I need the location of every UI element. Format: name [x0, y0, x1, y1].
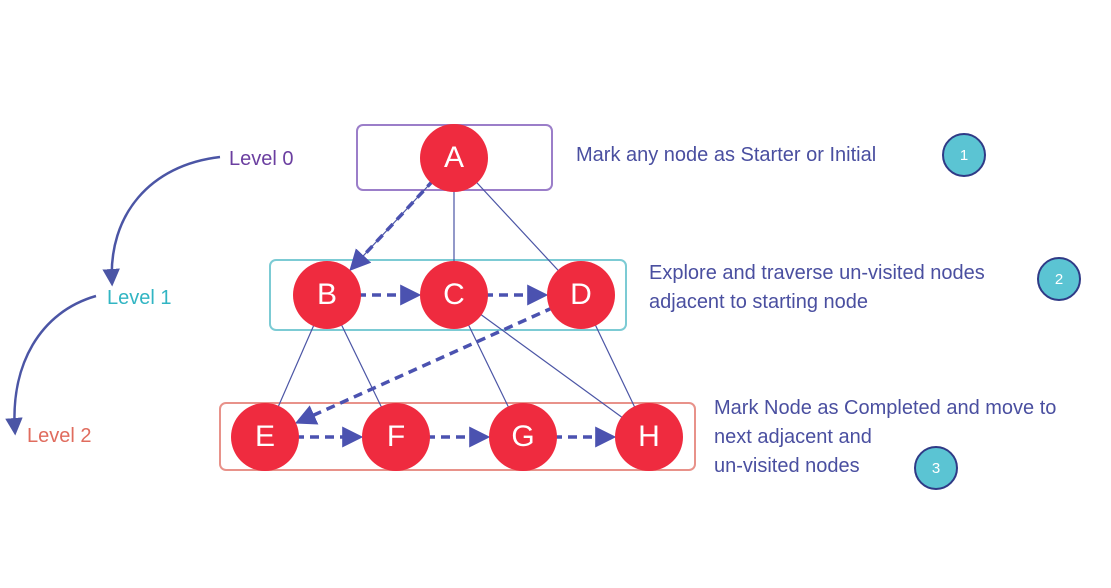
- level-1-label: Level 1: [107, 287, 172, 309]
- level-2-label: Level 2: [27, 425, 92, 447]
- step-2-note: Explore and traverse un-visited nodes ad…: [649, 259, 985, 317]
- level-1-to-2-curve: [5, 294, 97, 436]
- traversal-arrow-D-E: [294, 305, 555, 425]
- node-h-label: H: [638, 420, 660, 453]
- step-3-note: Mark Node as Completed and move to next …: [714, 394, 1056, 481]
- node-b-label: B: [317, 278, 337, 311]
- node-a: [420, 124, 488, 192]
- node-a-label: A: [444, 141, 464, 174]
- step-3-badge: 3: [914, 446, 958, 490]
- node-e: [231, 403, 299, 471]
- node-c-label: C: [443, 278, 465, 311]
- node-d: [547, 261, 615, 329]
- node-h: [615, 403, 683, 471]
- tree-edge-C-H: [453, 294, 650, 438]
- graph-nodes: A B C D E F G H: [231, 124, 683, 471]
- level-2-box: [219, 402, 696, 471]
- step-1-badge: 1: [942, 133, 986, 177]
- node-g-label: G: [511, 420, 534, 453]
- traversal-arrow-A-B: [349, 178, 435, 271]
- step-2-line-1: Explore and traverse un-visited nodes: [649, 262, 985, 284]
- step-3-line-1: Mark Node as Completed and move to: [714, 397, 1057, 419]
- node-f: [362, 403, 430, 471]
- level-0-label: Level 0: [229, 148, 294, 170]
- step-3-line-2: next adjacent and: [714, 426, 872, 448]
- step-2-line-2: adjacent to starting node: [649, 291, 869, 313]
- node-f-label: F: [387, 420, 405, 453]
- step-1-note: Mark any node as Starter or Initial: [576, 141, 876, 170]
- level-1-box: [269, 259, 627, 331]
- node-d-label: D: [570, 278, 592, 311]
- step-2-badge: 2: [1037, 257, 1081, 301]
- node-c: [420, 261, 488, 329]
- level-0-to-1-curve: [102, 155, 221, 287]
- step-1-line-1: Mark any node as Starter or Initial: [576, 144, 877, 166]
- node-g: [489, 403, 557, 471]
- node-b: [293, 261, 361, 329]
- node-e-label: E: [255, 420, 275, 453]
- traversal-edges: [294, 178, 617, 448]
- step-3-line-3: un-visited nodes: [714, 455, 860, 477]
